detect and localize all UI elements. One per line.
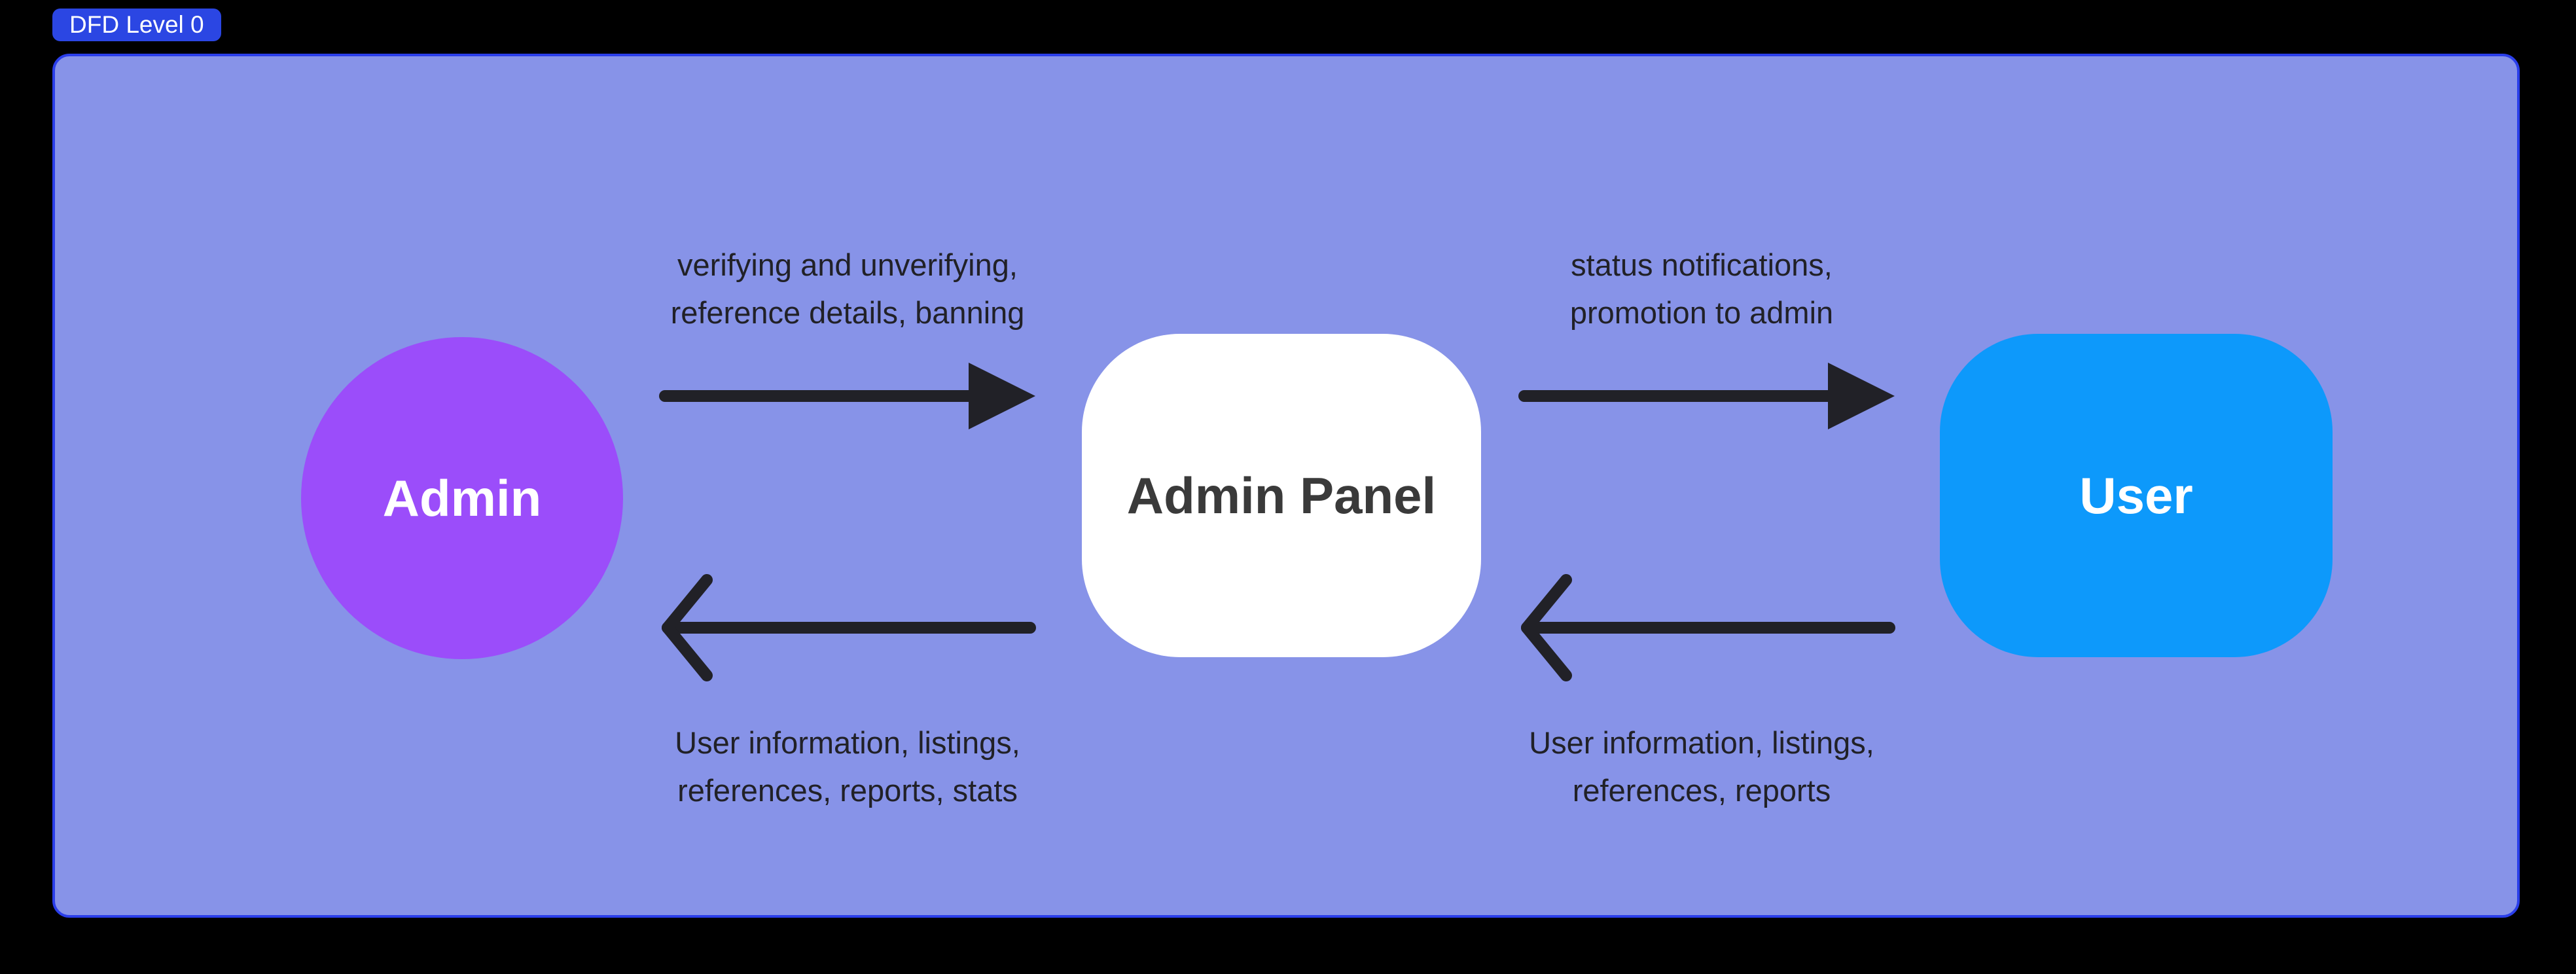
flow-label-line: promotion to admin: [1569, 295, 1834, 330]
flow-label-user-to-panel: User information, listings, references, …: [1505, 719, 1898, 814]
dfd-level-badge[interactable]: DFD Level 0: [52, 9, 221, 41]
arrow-left-icon: [1521, 574, 1895, 681]
node-user-label: User: [2079, 466, 2193, 524]
flow-arrow-admin-to-panel[interactable]: [656, 357, 1042, 435]
flow-label-line: status notifications,: [1571, 247, 1833, 282]
flow-label-panel-to-admin: User information, listings, references, …: [651, 719, 1044, 814]
flow-label-admin-to-panel: verifying and unverifying, reference det…: [651, 241, 1044, 336]
arrow-left-icon: [662, 574, 1036, 681]
flow-label-line: verifying and unverifying,: [677, 247, 1018, 282]
flow-label-line: reference details, banning: [670, 295, 1025, 330]
flow-arrow-panel-to-user[interactable]: [1515, 357, 1901, 435]
node-admin-label: Admin: [382, 469, 542, 527]
node-admin-panel[interactable]: Admin Panel: [1082, 334, 1481, 657]
flow-label-line: references, reports, stats: [677, 773, 1018, 808]
node-admin[interactable]: Admin: [301, 337, 623, 659]
node-admin-panel-label: Admin Panel: [1126, 466, 1437, 524]
flow-arrow-panel-to-admin[interactable]: [656, 572, 1042, 683]
flow-label-line: references, reports: [1572, 773, 1831, 808]
flow-arrow-user-to-panel[interactable]: [1515, 572, 1901, 683]
flow-label-line: User information, listings,: [675, 725, 1020, 760]
arrow-right-icon: [1518, 363, 1895, 429]
arrow-right-icon: [659, 363, 1035, 429]
flow-label-line: User information, listings,: [1529, 725, 1874, 760]
flow-label-panel-to-user: status notifications, promotion to admin: [1505, 241, 1898, 336]
node-user[interactable]: User: [1940, 334, 2333, 657]
